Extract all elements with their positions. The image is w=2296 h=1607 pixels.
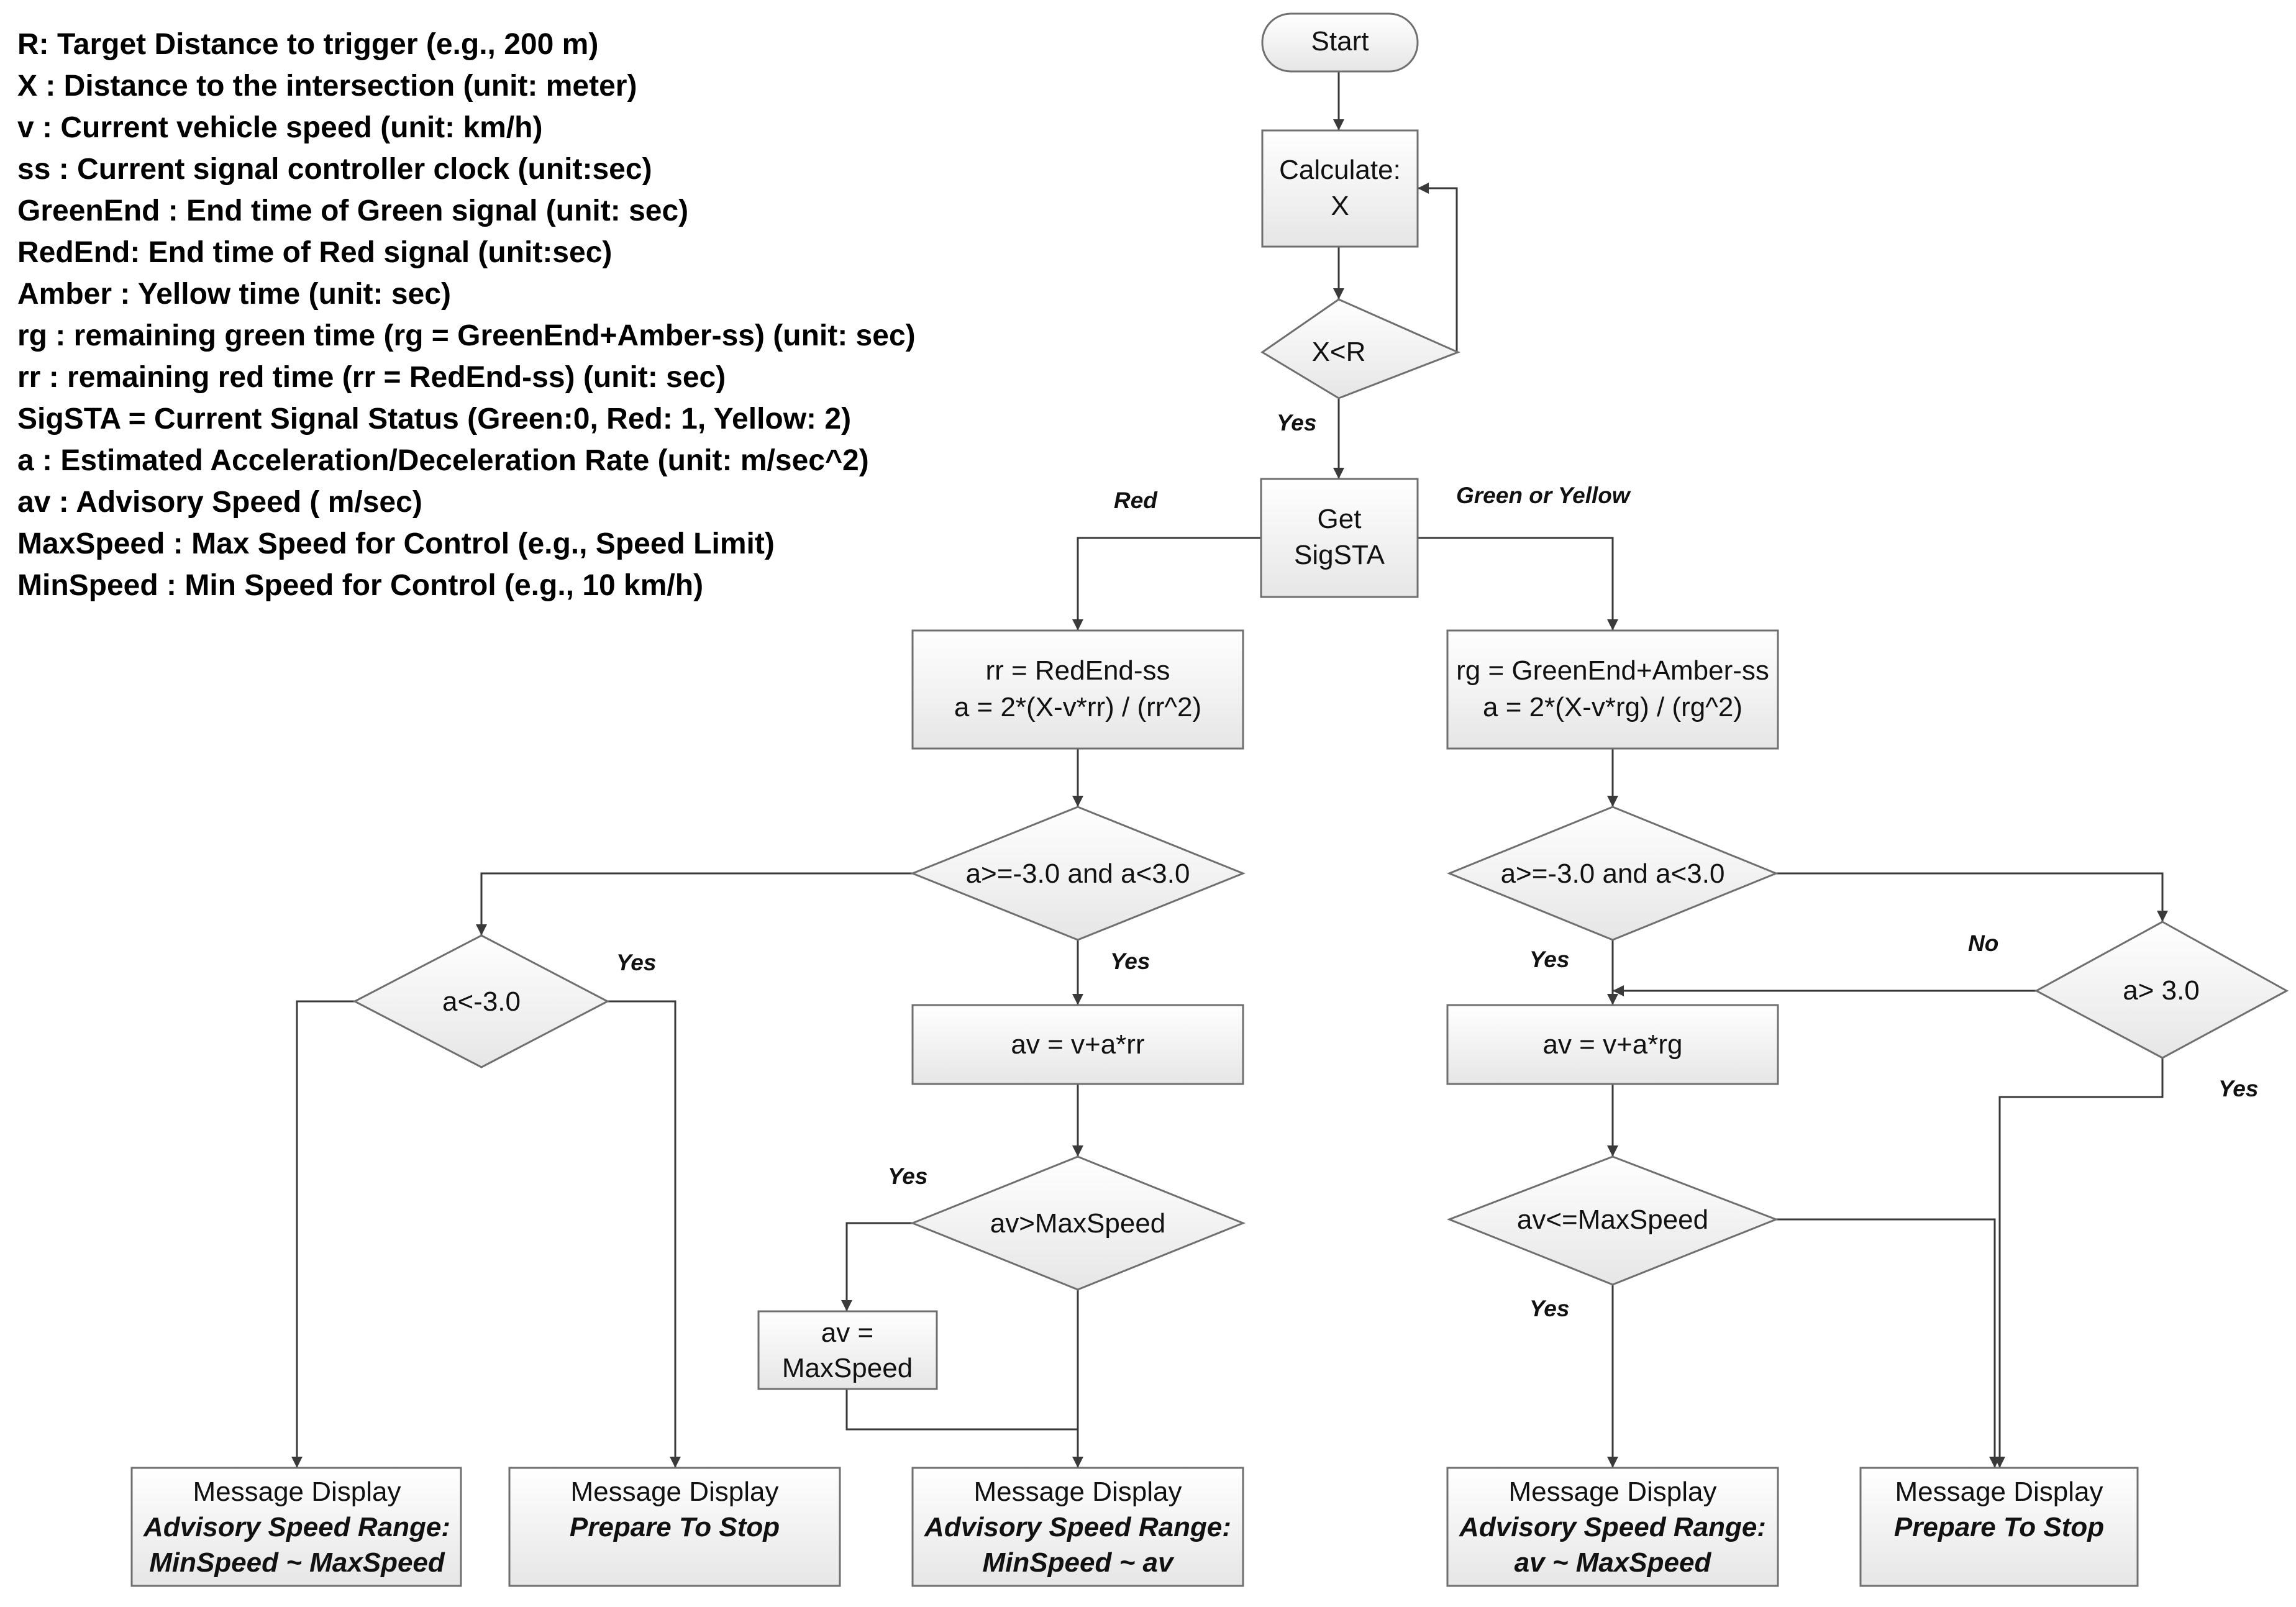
message-title: Message Display [1508, 1477, 1716, 1507]
rr-calc-node: rr = RedEnd-ss a = 2*(X-v*rr) / (rr^2) [911, 629, 1244, 750]
legend-item: a : Estimated Acceleration/Deceleration … [17, 444, 869, 477]
legend-item: MaxSpeed : Max Speed for Control (e.g., … [17, 527, 775, 560]
edge-label: Green or Yellow [1456, 483, 1631, 508]
message-line: MinSpeed ~ MaxSpeed [149, 1547, 445, 1578]
av-rr-label: av = v+a*rr [1011, 1029, 1144, 1060]
edge-label: Yes [2218, 1076, 2258, 1101]
legend-item: Amber : Yellow time (unit: sec) [17, 278, 451, 311]
message-line: MinSpeed ~ av [983, 1547, 1175, 1578]
rg-calc-line1: rg = GreenEnd+Amber-ss [1456, 655, 1769, 686]
edge-greencond-pos3 [1776, 872, 2168, 922]
set-av-line1: av = [821, 1318, 873, 1348]
pos3-decision: a> 3.0 [2034, 921, 2289, 1059]
rg-calc-node: rg = GreenEnd+Amber-ss a = 2*(X-v*rg) / … [1446, 629, 1779, 750]
neg3-decision: a<-3.0 [352, 934, 610, 1068]
edge-label: Yes [616, 950, 656, 975]
av-max-label: av>MaxSpeed [990, 1208, 1166, 1239]
av-rg-node: av = v+a*rg [1446, 1004, 1779, 1085]
edge-get-red [1072, 537, 1261, 631]
pos3-label: a> 3.0 [2123, 975, 2200, 1006]
message-title: Message Display [1895, 1477, 2103, 1507]
legend-item: RedEnd: End time of Red signal (unit:sec… [17, 236, 613, 269]
message-title: Message Display [570, 1477, 778, 1507]
rr-calc-line2: a = 2*(X-v*rr) / (rr^2) [954, 692, 1201, 722]
connectors [291, 71, 2168, 1468]
message-box: Message Display Advisory Speed Range: av… [1446, 1467, 1779, 1587]
start-node: Start [1261, 12, 1419, 73]
message-box: Message Display Advisory Speed Range: Mi… [130, 1467, 462, 1587]
av-rg-label: av = v+a*rg [1542, 1029, 1682, 1060]
green-accel-label: a>=-3.0 and a<3.0 [1501, 858, 1725, 889]
edge-neg3-right [608, 1000, 681, 1468]
message-line: Advisory Speed Range: [143, 1512, 450, 1542]
edge-labels: Yes Red Green or Yellow Yes Yes Yes Yes … [616, 410, 2258, 1321]
x-less-r-decision: X<R [1260, 298, 1460, 399]
edge-neg3-left [291, 1000, 355, 1468]
edge-label: No [1968, 931, 1998, 956]
message-box: Message Display Prepare To Stop [508, 1467, 841, 1587]
set-av-max-node: av = MaxSpeed [757, 1310, 938, 1390]
edge-avmax-set [841, 1222, 913, 1311]
edge-set-msg3 [845, 1389, 1078, 1431]
message-line: Prepare To Stop [1894, 1512, 2104, 1542]
message-title: Message Display [193, 1477, 401, 1507]
message-line: Advisory Speed Range: [924, 1512, 1231, 1542]
red-accel-label: a>=-3.0 and a<3.0 [966, 858, 1190, 889]
calculate-label: Calculate: [1279, 155, 1401, 185]
edge-label: Yes [1529, 1296, 1569, 1321]
message-line: Advisory Speed Range: [1459, 1512, 1766, 1542]
legend-item: MinSpeed : Min Speed for Control (e.g., … [17, 569, 704, 602]
legend-item: rg : remaining green time (rg = GreenEnd… [17, 319, 916, 352]
legend-item: R: Target Distance to trigger (e.g., 200… [17, 28, 599, 61]
get-sigsta-line1: Get [1318, 504, 1362, 534]
neg3-label: a<-3.0 [442, 986, 521, 1017]
legend-item: rr : remaining red time (rr = RedEnd-ss)… [17, 361, 726, 394]
legend-item: SigSTA = Current Signal Status (Green:0,… [17, 403, 852, 435]
get-sigsta-line2: SigSTA [1294, 540, 1385, 570]
message-line: Prepare To Stop [570, 1512, 780, 1542]
get-sigsta-node: Get SigSTA [1260, 478, 1419, 598]
edge-avlemax-msg5 [1776, 1218, 2000, 1468]
edge-label: Yes [1529, 947, 1569, 972]
calculate-node: Calculate: X [1261, 129, 1419, 248]
edge-label: Yes [1110, 949, 1150, 974]
av-rr-node: av = v+a*rr [911, 1004, 1244, 1085]
legend-item: GreenEnd : End time of Green signal (uni… [17, 194, 689, 227]
calculate-var: X [1331, 191, 1349, 221]
red-accel-decision: a>=-3.0 and a<3.0 [909, 806, 1246, 941]
edge-redcond-neg3 [476, 872, 913, 936]
legend-item: X : Distance to the intersection (unit: … [17, 70, 637, 102]
edge-label: Red [1114, 488, 1158, 513]
message-title: Message Display [973, 1477, 1182, 1507]
edge-pos3-msg5 [1994, 1058, 2164, 1468]
edge-label: Yes [888, 1163, 927, 1189]
message-box: Message Display Advisory Speed Range: Mi… [911, 1467, 1244, 1587]
legend-item: av : Advisory Speed ( m/sec) [17, 486, 422, 519]
rr-calc-line1: rr = RedEnd-ss [985, 655, 1170, 686]
legend-item: ss : Current signal controller clock (un… [17, 153, 652, 186]
av-le-max-label: av<=MaxSpeed [1517, 1204, 1708, 1235]
message-line: av ~ MaxSpeed [1515, 1547, 1712, 1578]
edge-loop-back [1418, 183, 1458, 353]
legend: R: Target Distance to trigger (e.g., 200… [17, 24, 916, 606]
green-accel-decision: a>=-3.0 and a<3.0 [1447, 806, 1779, 941]
av-le-max-decision: av<=MaxSpeed [1446, 1155, 1779, 1286]
message-box: Message Display Prepare To Stop [1859, 1467, 2139, 1587]
x-less-r-label: X<R [1312, 337, 1366, 367]
set-av-line2: MaxSpeed [782, 1353, 913, 1383]
edge-label: Yes [1277, 410, 1316, 435]
start-label: Start [1311, 26, 1369, 57]
av-max-decision: av>MaxSpeed [909, 1155, 1246, 1291]
rg-calc-line2: a = 2*(X-v*rg) / (rg^2) [1483, 692, 1742, 722]
legend-item: v : Current vehicle speed (unit: km/h) [17, 111, 543, 144]
edge-get-green [1418, 537, 1618, 631]
